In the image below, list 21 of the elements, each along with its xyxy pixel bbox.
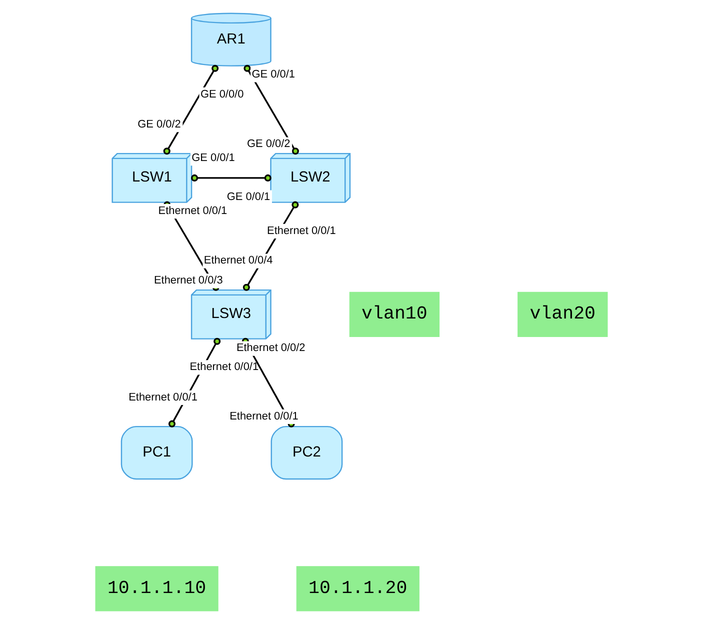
node-label: Ethernet 0/0/2 (236, 342, 306, 354)
node-box: PC2 (270, 426, 343, 480)
node-label: GE 0/0/1 (226, 191, 270, 204)
node-label: Ethernet 0/0/4 (204, 254, 273, 267)
node-box: vlan20 (518, 292, 608, 337)
node-label: GE 0/0/0 (200, 88, 244, 100)
node-label: Ethernet 0/0/1 (190, 361, 259, 374)
node-label: GE 0/0/2 (138, 118, 181, 130)
node-label: Ethernet 0/0/1 (230, 410, 298, 422)
node-label: Ethernet 0/0/3 (154, 274, 223, 287)
node-box: 10.1.1.10 (95, 566, 218, 612)
connector (191, 174, 272, 182)
node-box: 10.1.1.20 (296, 566, 420, 612)
node-label: GE 0/0/1 (252, 68, 296, 81)
node-label: Ethernet 0/0/1 (158, 204, 228, 217)
node-label: GE 0/0/1 (192, 152, 235, 164)
node-label: GE 0/0/2 (246, 138, 290, 150)
node-box: vlan10 (349, 292, 440, 337)
node-box: PC1 (120, 426, 193, 480)
node-label: Ethernet 0/0/1 (128, 391, 198, 404)
node-label: Ethernet 0/0/1 (267, 224, 336, 237)
